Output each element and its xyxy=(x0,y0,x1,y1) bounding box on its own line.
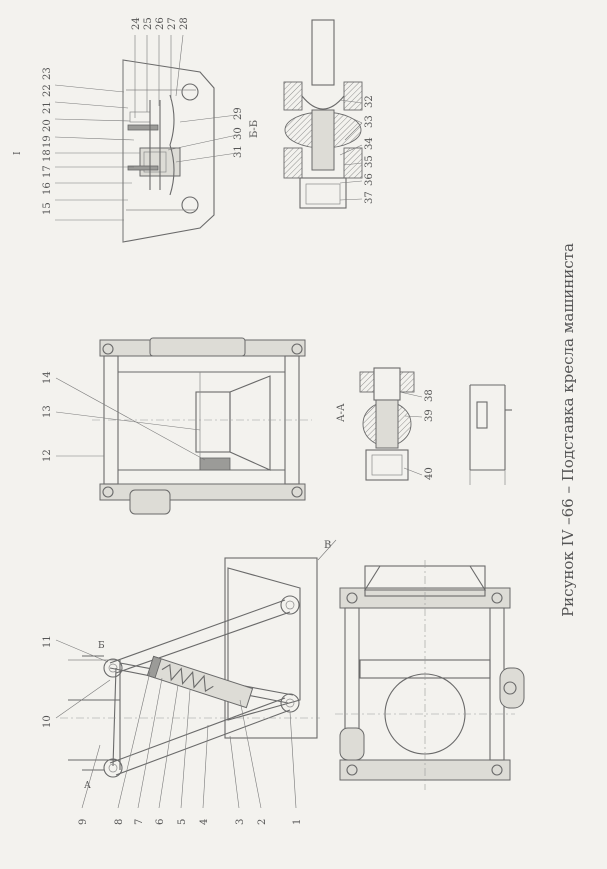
callout-38: 38 xyxy=(424,389,435,402)
callouts-15-23: 15 16 17 18 19 20 21 22 23 xyxy=(42,67,140,221)
callout-24: 24 xyxy=(131,17,142,30)
callout-9: 9 xyxy=(78,819,89,825)
view-v-plan xyxy=(335,560,525,790)
callout-6: 6 xyxy=(155,819,166,825)
callout-15: 15 xyxy=(42,202,53,215)
callout-16: 16 xyxy=(42,182,53,195)
linkage-side-view: Б А В xyxy=(60,539,337,791)
view-v-mark: В xyxy=(324,540,331,551)
section-bb: 32 33 34 35 36 37 xyxy=(283,19,375,209)
callout-8: 8 xyxy=(114,819,125,825)
section-bb-label: Б-Б xyxy=(249,120,260,138)
callout-28: 28 xyxy=(179,17,190,30)
callout-20: 20 xyxy=(42,119,53,132)
electrical-schematic xyxy=(469,384,512,485)
callout-3: 3 xyxy=(235,819,246,825)
callout-5: 5 xyxy=(177,819,188,825)
callout-19: 19 xyxy=(42,135,53,148)
cut-a-mark: А xyxy=(84,781,91,791)
section-aa-label: А-А xyxy=(336,403,347,422)
callouts-24-31: 24 25 26 27 28 29 30 31 Б-Б I xyxy=(13,17,260,163)
callouts-12-14: 12 13 14 xyxy=(42,371,206,462)
callout-4: 4 xyxy=(199,819,210,825)
callout-36: 36 xyxy=(364,173,375,186)
callout-23: 23 xyxy=(42,67,53,80)
callout-34: 34 xyxy=(364,137,375,150)
caption-group: Рисунок IV –66 – Подставка кресла машини… xyxy=(559,243,577,617)
callout-7: 7 xyxy=(134,819,145,825)
callout-12: 12 xyxy=(42,449,53,462)
callout-40: 40 xyxy=(424,467,435,480)
callout-26: 26 xyxy=(155,17,166,30)
callout-10: 10 xyxy=(42,715,53,728)
callout-37: 37 xyxy=(364,191,375,204)
callout-29: 29 xyxy=(233,107,244,120)
callout-39: 39 xyxy=(424,409,435,422)
roman-one-mark: I xyxy=(13,151,23,155)
callout-14: 14 xyxy=(42,371,53,384)
callout-13: 13 xyxy=(42,405,53,418)
callout-25: 25 xyxy=(143,17,154,30)
section-aa: А-А 38 39 40 xyxy=(336,367,435,481)
callout-22: 22 xyxy=(42,84,53,97)
callouts-1-11: 1 2 3 4 5 6 7 8 9 10 11 xyxy=(42,635,303,825)
assembly-detail-15-31 xyxy=(122,59,215,243)
callout-1: 1 xyxy=(292,819,303,825)
figure-caption: Рисунок IV –66 – Подставка кресла машини… xyxy=(559,243,577,617)
callout-30: 30 xyxy=(233,127,244,140)
frame-top-view xyxy=(92,337,312,515)
callout-17: 17 xyxy=(42,165,53,178)
callout-18: 18 xyxy=(42,149,53,162)
callout-2: 2 xyxy=(257,819,268,825)
callout-11: 11 xyxy=(42,635,53,648)
callout-32: 32 xyxy=(364,95,375,108)
callout-27: 27 xyxy=(167,17,178,30)
callout-21: 21 xyxy=(42,101,53,114)
cut-b-mark: Б xyxy=(98,641,105,651)
callout-31: 31 xyxy=(233,145,244,158)
callout-33: 33 xyxy=(364,115,375,128)
callout-35: 35 xyxy=(364,155,375,168)
